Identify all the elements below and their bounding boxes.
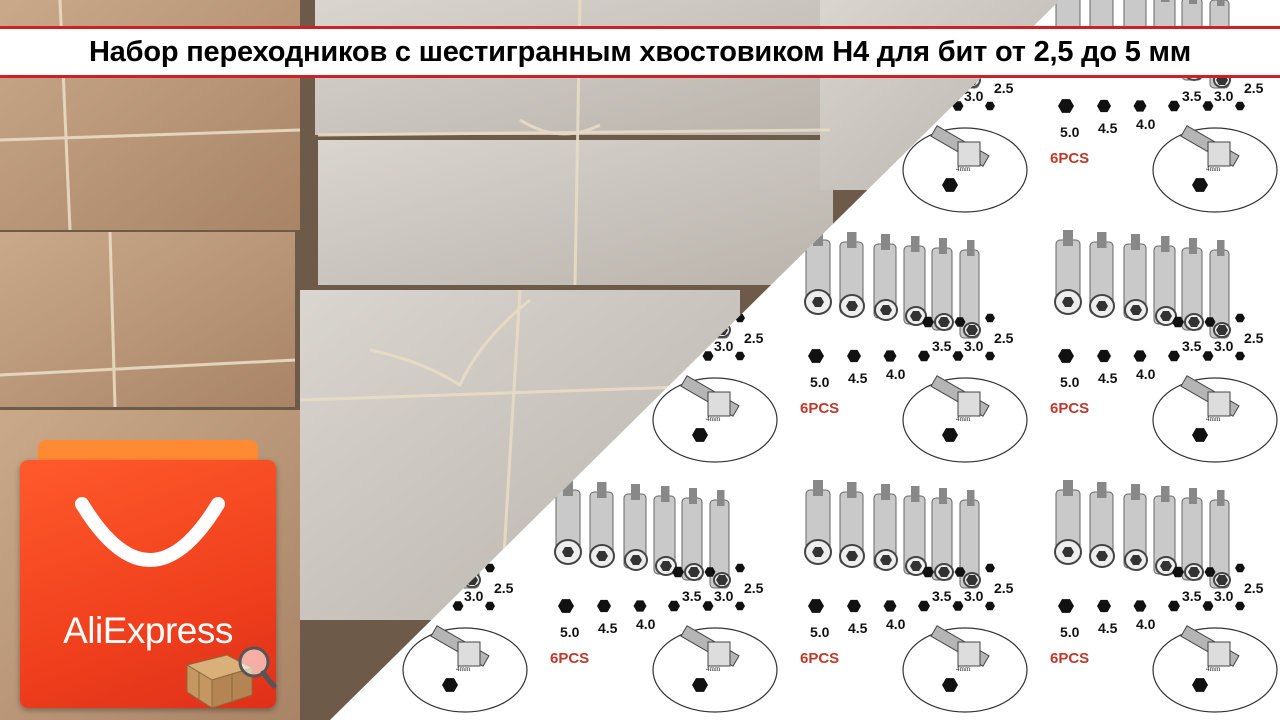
size-label: 3.0 xyxy=(464,588,484,604)
shank-size-label: 4mm xyxy=(706,665,721,673)
size-label: 2.5 xyxy=(1244,330,1264,346)
size-label: 4.0 xyxy=(886,616,906,632)
socket-bits-image xyxy=(804,230,1028,463)
product-tile: 3.5 3.0 2.5 5.0 4.5 4.0 6PCS 4mm xyxy=(790,470,1040,720)
size-label: 3.0 xyxy=(1214,338,1234,354)
size-label: 3.0 xyxy=(1214,588,1234,604)
size-label: 4.5 xyxy=(1098,120,1118,136)
size-label: 5.0 xyxy=(560,624,580,640)
size-label: 2.5 xyxy=(994,330,1014,346)
pcs-label: 6PCS xyxy=(550,650,590,667)
product-tile: 3.5 3.0 2.5 5.0 4.5 4.0 6PCS 4mm xyxy=(1040,470,1280,720)
size-label: 2.5 xyxy=(994,80,1014,96)
shank-size-label: 4mm xyxy=(1206,665,1221,673)
product-tile: 3.5 3.0 2.5 5.0 4.5 4.0 6PCS 4mm xyxy=(790,220,1040,470)
size-label: 3.5 xyxy=(932,338,952,354)
parcel-magnifier-icon xyxy=(185,646,277,709)
size-label: 5.0 xyxy=(810,374,830,390)
size-label: 4.0 xyxy=(1136,366,1156,382)
shank-size-label: 4mm xyxy=(956,165,971,173)
shank-size-label: 4mm xyxy=(706,415,721,423)
shank-size-label: 4mm xyxy=(956,665,971,673)
size-label: 5.0 xyxy=(810,624,830,640)
title-banner: Набор переходников с шестигранным хвосто… xyxy=(0,26,1280,78)
socket-bits-image xyxy=(1054,480,1278,713)
size-label: 3.0 xyxy=(1214,88,1234,104)
size-label: 5.0 xyxy=(1060,374,1080,390)
size-label: 4.5 xyxy=(1098,370,1118,386)
size-label: 2.5 xyxy=(494,580,514,596)
shank-size-label: 4mm xyxy=(1206,415,1221,423)
shank-size-label: 4mm xyxy=(456,665,471,673)
pcs-label: 6PCS xyxy=(800,650,840,667)
size-label: 4.5 xyxy=(1098,620,1118,636)
size-label: 3.0 xyxy=(714,588,734,604)
page-title: Набор переходников с шестигранным хвосто… xyxy=(88,35,1192,68)
size-label: 4.5 xyxy=(848,620,868,636)
size-label: 3.5 xyxy=(1182,88,1202,104)
size-label: 4.0 xyxy=(1136,116,1156,132)
size-label: 4.0 xyxy=(1136,616,1156,632)
size-label: 2.5 xyxy=(1244,580,1264,596)
size-label: 3.5 xyxy=(1182,338,1202,354)
product-tile: 3.5 3.0 2.5 5.0 4.5 4.0 6PCS 4mm xyxy=(540,470,790,720)
pcs-label: 6PCS xyxy=(1050,150,1090,167)
size-label: 5.0 xyxy=(1060,624,1080,640)
bag-handle-icon xyxy=(75,497,225,567)
shank-size-label: 4mm xyxy=(1206,165,1221,173)
logo-brand-text: AliExpress xyxy=(63,610,233,651)
aliexpress-logo: AliExpress xyxy=(20,440,278,710)
size-label: 3.5 xyxy=(932,588,952,604)
pcs-label: 6PCS xyxy=(800,400,840,417)
size-label: 3.5 xyxy=(1182,588,1202,604)
socket-bits-image xyxy=(804,480,1028,713)
size-label: 3.0 xyxy=(964,588,984,604)
socket-bits-image xyxy=(554,480,778,713)
size-label: 4.0 xyxy=(886,366,906,382)
size-label: 2.5 xyxy=(744,330,764,346)
size-label: 4.0 xyxy=(636,616,656,632)
size-label: 2.5 xyxy=(1244,80,1264,96)
pcs-label: 6PCS xyxy=(1050,400,1090,417)
product-tile: 3.5 3.0 2.5 5.0 4.5 4.0 6PCS 4mm xyxy=(1040,220,1280,470)
size-label: 3.0 xyxy=(964,88,984,104)
size-label: 4.5 xyxy=(848,370,868,386)
size-label: 3.0 xyxy=(714,338,734,354)
size-label: 2.5 xyxy=(744,580,764,596)
socket-bits-image xyxy=(1054,230,1278,463)
size-label: 3.0 xyxy=(964,338,984,354)
size-label: 4.5 xyxy=(598,620,618,636)
size-label: 2.5 xyxy=(994,580,1014,596)
size-label: 5.0 xyxy=(1060,124,1080,140)
size-label: 3.5 xyxy=(682,588,702,604)
shank-size-label: 4mm xyxy=(956,415,971,423)
pcs-label: 6PCS xyxy=(1050,650,1090,667)
